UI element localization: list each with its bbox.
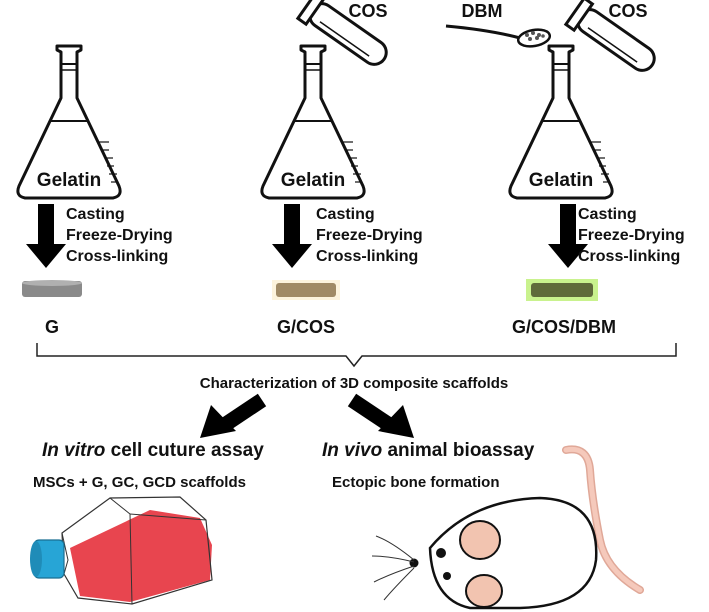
additive-label-dbm: DBM — [462, 1, 503, 21]
process-step: Casting — [316, 206, 375, 223]
down-arrow-icon — [272, 204, 312, 268]
process-step: Casting — [578, 206, 637, 223]
flask-label: Gelatin — [37, 170, 101, 191]
down-arrow-icon — [26, 204, 66, 268]
flask-label: Gelatin — [281, 170, 345, 191]
scaffold-disc-gcos — [276, 283, 336, 297]
spoon-icon — [445, 24, 552, 48]
characterization-label: Characterization of 3D composite scaffol… — [200, 375, 508, 392]
scaffold-label: G — [45, 317, 59, 337]
scaffold-disc-gcosdbm — [531, 283, 593, 297]
scaffold-label: G/COS — [277, 317, 335, 337]
column-gelatin: Gelatin Casting Freeze-Drying Cross-link… — [16, 44, 173, 337]
arrow-to-in-vitro — [200, 393, 267, 438]
column-gelatin-cos-dbm: Gelatin COS DBM Casting Freeze-Drying Cr… — [445, 0, 685, 337]
additive-label-cos: COS — [608, 1, 647, 21]
process-step: Freeze-Drying — [66, 227, 173, 244]
grouping-bracket — [36, 343, 677, 368]
process-step: Freeze-Drying — [316, 227, 423, 244]
in-vivo-title: In vivo animal bioassay — [322, 440, 535, 461]
process-step: Cross-linking — [316, 248, 418, 265]
process-step: Freeze-Drying — [578, 227, 685, 244]
in-vivo-subtitle: Ectopic bone formation — [332, 474, 500, 491]
process-step: Casting — [66, 206, 125, 223]
process-step: Cross-linking — [578, 248, 680, 265]
in-vitro-title: In vitro cell cuture assay — [42, 440, 264, 461]
column-gelatin-cos: Gelatin COS Casting Freeze-Drying Cross-… — [260, 0, 423, 337]
cell-culture-flask-icon — [30, 496, 213, 605]
flask-label: Gelatin — [529, 170, 593, 191]
scaffold-label: G/COS/DBM — [512, 317, 616, 337]
process-step: Cross-linking — [66, 248, 168, 265]
arrow-to-in-vivo — [347, 393, 414, 438]
additive-label-cos: COS — [348, 1, 387, 21]
in-vitro-subtitle: MSCs + G, GC, GCD scaffolds — [33, 474, 246, 491]
mouse-icon — [371, 445, 644, 610]
